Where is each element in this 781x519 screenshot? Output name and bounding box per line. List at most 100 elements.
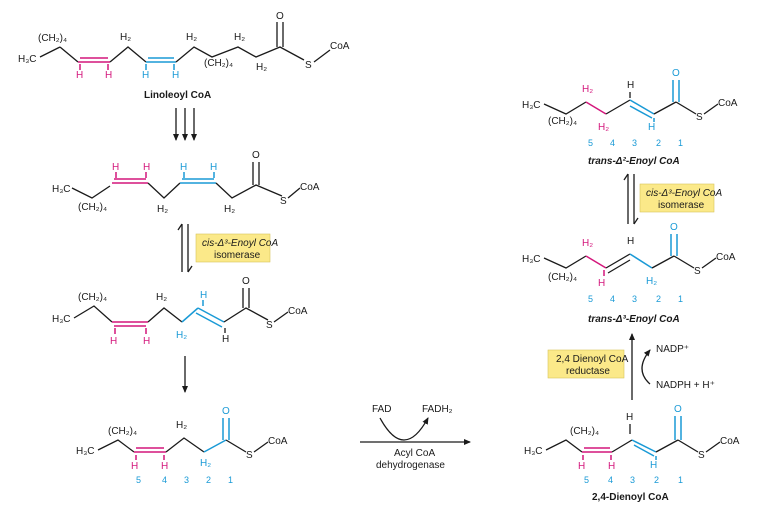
nadph-label: NADPH + H⁺ xyxy=(656,380,715,391)
svg-text:isomerase: isomerase xyxy=(214,250,261,261)
svg-text:Acyl CoA: Acyl CoA xyxy=(394,448,435,459)
svg-text:H: H xyxy=(626,412,633,423)
svg-text:H: H xyxy=(627,80,634,91)
svg-text:2: 2 xyxy=(206,475,211,485)
svg-text:isomerase: isomerase xyxy=(658,200,705,211)
svg-text:H: H xyxy=(648,122,655,133)
svg-text:S: S xyxy=(696,112,703,123)
svg-text:H₃C: H₃C xyxy=(76,446,95,457)
svg-text:H₂: H₂ xyxy=(186,32,197,43)
svg-text:(CH₂)₄: (CH₂)₄ xyxy=(570,426,599,437)
svg-text:4: 4 xyxy=(162,475,167,485)
isomerase-step-left: cis-Δ³-Enoyl CoA isomerase xyxy=(177,223,278,273)
svg-text:(CH₂)₄: (CH₂)₄ xyxy=(204,58,233,69)
svg-text:H: H xyxy=(608,461,615,472)
svg-text:(CH₂)₄: (CH₂)₄ xyxy=(548,116,577,127)
svg-text:H₂: H₂ xyxy=(157,204,168,215)
svg-text:dehydrogenase: dehydrogenase xyxy=(376,460,445,471)
svg-text:5: 5 xyxy=(588,294,593,304)
svg-text:H₂: H₂ xyxy=(646,276,657,287)
reductase-enzyme-box xyxy=(547,349,625,379)
svg-text:S: S xyxy=(280,196,287,207)
svg-text:5: 5 xyxy=(588,138,593,148)
dienoyl-reductase-step: 2,4 Dienoyl CoA reductase NADP⁺ NADPH + … xyxy=(547,333,715,400)
isomerase-step-right: cis-Δ³-Enoyl CoA isomerase xyxy=(623,173,722,225)
svg-text:4: 4 xyxy=(610,138,615,148)
svg-text:H: H xyxy=(180,162,187,173)
svg-text:(CH₂)₄: (CH₂)₄ xyxy=(108,426,137,437)
svg-text:O: O xyxy=(670,222,678,233)
svg-text:H: H xyxy=(210,162,217,173)
svg-text:S: S xyxy=(305,60,312,71)
svg-text:5: 5 xyxy=(136,475,141,485)
svg-text:1: 1 xyxy=(228,475,233,485)
svg-text:reductase: reductase xyxy=(566,366,610,377)
svg-text:2: 2 xyxy=(656,138,661,148)
svg-text:H₂: H₂ xyxy=(256,62,267,73)
compound-name-linoleoyl: Linoleoyl CoA xyxy=(144,90,211,101)
ch2-group-label: (CH₂)₄ xyxy=(38,33,67,44)
svg-text:O: O xyxy=(672,68,680,79)
svg-text:S: S xyxy=(266,320,273,331)
svg-text:H: H xyxy=(142,70,149,81)
svg-text:H: H xyxy=(161,461,168,472)
svg-text:5: 5 xyxy=(584,475,589,485)
compound-name-trans2: trans-Δ²-Enoyl CoA xyxy=(588,156,680,167)
svg-text:H₂: H₂ xyxy=(234,32,245,43)
fadh2-label: FADH₂ xyxy=(422,404,453,415)
svg-text:(CH₂)₄: (CH₂)₄ xyxy=(78,202,107,213)
svg-text:H₂: H₂ xyxy=(176,330,187,341)
svg-text:(CH₂)₄: (CH₂)₄ xyxy=(548,272,577,283)
svg-text:H₂: H₂ xyxy=(582,238,593,249)
svg-text:H: H xyxy=(598,278,605,289)
svg-text:4: 4 xyxy=(608,475,613,485)
svg-text:H: H xyxy=(200,290,207,301)
fad-label: FAD xyxy=(372,404,391,415)
svg-text:CoA: CoA xyxy=(718,98,738,109)
svg-text:3: 3 xyxy=(184,475,189,485)
svg-text:H₂: H₂ xyxy=(120,32,131,43)
svg-text:H₂: H₂ xyxy=(156,292,167,303)
svg-text:H: H xyxy=(172,70,179,81)
svg-text:H: H xyxy=(143,162,150,173)
svg-text:H₂: H₂ xyxy=(582,84,593,95)
svg-text:H: H xyxy=(650,460,657,471)
svg-text:H: H xyxy=(105,70,112,81)
svg-text:CoA: CoA xyxy=(720,436,740,447)
acyl-coa-dehydrogenase-step: FAD FADH₂ Acyl CoA dehydrogenase xyxy=(360,404,471,471)
svg-text:H: H xyxy=(143,336,150,347)
svg-text:H₃C: H₃C xyxy=(52,184,71,195)
svg-text:CoA: CoA xyxy=(716,252,736,263)
svg-text:(CH₂)₄: (CH₂)₄ xyxy=(78,292,107,303)
svg-text:cis-Δ³-Enoyl CoA: cis-Δ³-Enoyl CoA xyxy=(646,188,722,199)
svg-text:4: 4 xyxy=(610,294,615,304)
svg-text:H: H xyxy=(112,162,119,173)
svg-text:H: H xyxy=(76,70,83,81)
molecule-trans-delta2-enoyl-coa: H₃C (CH₂)₄ H₂ H₂ H H O S CoA 5 4 3 2 1 t… xyxy=(522,68,738,167)
svg-text:S: S xyxy=(246,450,253,461)
svg-text:S: S xyxy=(694,266,701,277)
svg-text:3: 3 xyxy=(630,475,635,485)
svg-text:S: S xyxy=(698,450,705,461)
molecule-cis3-trans2: (CH₂)₄ H₃C H H H₂ H₂ H H O S CoA xyxy=(52,276,308,347)
molecule-cis-dienoyl: H₃C (CH₂)₄ H H H₂ H H H₂ O S CoA xyxy=(52,150,320,215)
svg-text:CoA: CoA xyxy=(268,436,288,447)
svg-text:H₂: H₂ xyxy=(176,420,187,431)
svg-text:CoA: CoA xyxy=(288,306,308,317)
svg-text:2: 2 xyxy=(656,294,661,304)
compound-name-dienoyl: 2,4-Dienoyl CoA xyxy=(592,492,669,503)
methyl-label: H₃C xyxy=(18,54,37,65)
svg-text:H: H xyxy=(110,336,117,347)
svg-text:O: O xyxy=(252,150,260,161)
svg-text:2,4 Dienoyl CoA: 2,4 Dienoyl CoA xyxy=(556,354,629,365)
isomerase-enzyme-box-right xyxy=(639,183,715,213)
svg-text:3: 3 xyxy=(632,294,637,304)
compound-name-trans3: trans-Δ³-Enoyl CoA xyxy=(588,314,680,325)
svg-text:1: 1 xyxy=(678,475,683,485)
svg-text:H: H xyxy=(222,334,229,345)
svg-text:H₂: H₂ xyxy=(200,458,211,469)
isomerase-enzyme-box xyxy=(195,233,271,263)
svg-text:O: O xyxy=(276,11,284,22)
